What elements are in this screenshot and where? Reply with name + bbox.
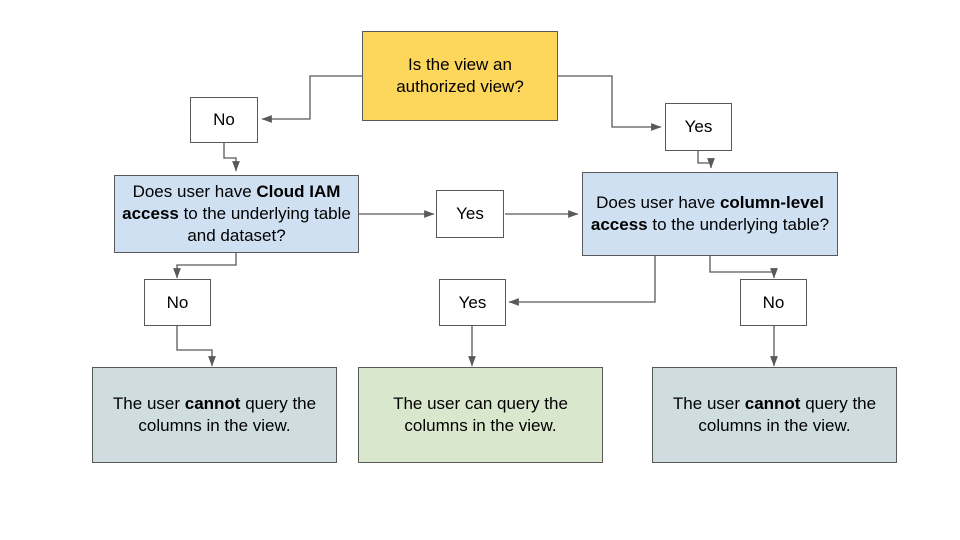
node-label-yes-bottom[interactable]: Yes [439, 279, 506, 326]
column-question-bold: column-level access [590, 193, 824, 234]
edge-no-to-deny-left [176, 326, 216, 367]
node-iam-question-label: Does user have Cloud IAM access to the u… [115, 181, 358, 246]
iam-question-post: to the underlying table and dataset? [178, 204, 351, 245]
node-label-yes-mid[interactable]: Yes [436, 190, 504, 238]
node-result-allow[interactable]: The user can query the columns in the vi… [358, 367, 603, 463]
result-deny-right-pre: The user [672, 394, 745, 414]
node-label-no-left[interactable]: No [144, 279, 211, 326]
result-deny-left-label: The user cannot query the columns in the… [93, 393, 336, 437]
edge-no-to-iam [223, 143, 240, 172]
label-no-top-text: No [213, 110, 235, 130]
edge-column-to-yes [508, 256, 656, 306]
column-question-post: to the underlying table? [647, 215, 830, 234]
result-deny-right-bold: cannot [744, 394, 801, 414]
result-deny-left-bold: cannot [184, 394, 241, 414]
node-result-deny-left[interactable]: The user cannot query the columns in the… [92, 367, 337, 463]
node-root-question[interactable]: Is the view an authorized view? [362, 31, 558, 121]
label-no-left-text: No [166, 292, 189, 312]
edge-root-to-yes [558, 75, 662, 131]
edge-iam-to-no [173, 253, 237, 279]
result-allow-pre: The user can query the columns in the vi… [393, 394, 568, 435]
result-deny-right-label: The user cannot query the columns in the… [653, 393, 896, 437]
node-result-deny-right[interactable]: The user cannot query the columns in the… [652, 367, 897, 463]
label-no-right-text: No [762, 292, 785, 312]
edge-column-to-no [709, 256, 778, 279]
label-yes-mid-text: Yes [456, 204, 484, 224]
result-deny-right-post: query the columns in the view. [698, 394, 877, 435]
column-question-pre: Does user have [596, 193, 720, 213]
root-question-line1: Is the view an [408, 55, 512, 75]
edge-yes-to-column [697, 151, 715, 169]
result-deny-left-pre: The user [112, 394, 185, 414]
node-label-no-right[interactable]: No [740, 279, 807, 326]
result-deny-left-post: query the columns in the view. [138, 394, 317, 435]
node-column-question[interactable]: Does user have column-level access to th… [582, 172, 838, 256]
result-allow-label: The user can query the columns in the vi… [359, 393, 602, 437]
node-iam-question[interactable]: Does user have Cloud IAM access to the u… [114, 175, 359, 253]
root-question-line2: authorized view? [396, 77, 524, 96]
node-column-question-label: Does user have column-level access to th… [583, 192, 837, 236]
edge-root-to-no [261, 75, 362, 123]
node-label-no-top[interactable]: No [190, 97, 258, 143]
iam-question-bold: Cloud IAM access [122, 182, 341, 224]
label-yes-top-text: Yes [684, 117, 713, 137]
node-label-yes-top[interactable]: Yes [665, 103, 732, 151]
node-root-question-label: Is the view an authorized view? [390, 54, 530, 98]
label-yes-bottom-text: Yes [458, 292, 487, 312]
iam-question-pre: Does user have [132, 182, 257, 202]
